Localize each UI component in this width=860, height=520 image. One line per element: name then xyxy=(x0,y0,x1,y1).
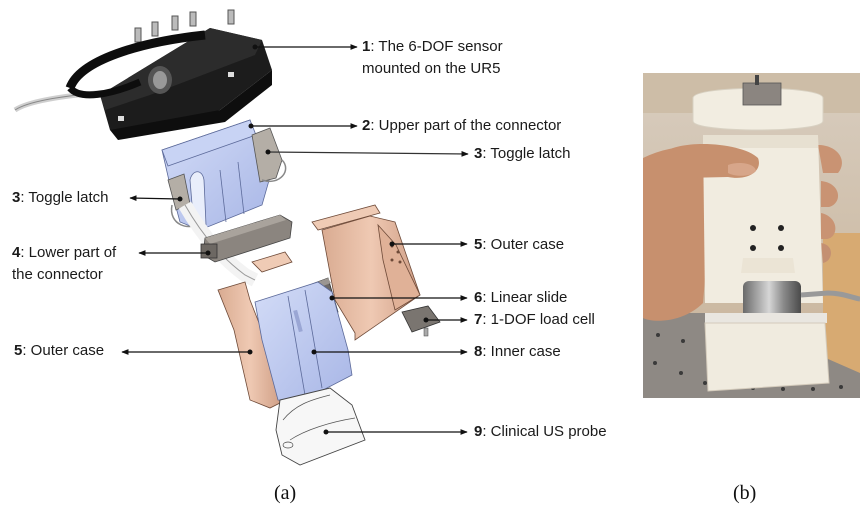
leader-lines xyxy=(121,44,469,435)
label-text: : Toggle latch xyxy=(20,189,109,206)
label-text-line2: the connector xyxy=(12,266,103,283)
label-7: 7: 1-DOF load cell xyxy=(474,309,595,331)
six-dof-sensor xyxy=(13,9,272,140)
label-number: 1 xyxy=(362,38,371,55)
label-text: : The 6-DOF sensor xyxy=(370,38,503,55)
label-9: 9: Clinical US probe xyxy=(474,421,607,443)
leader-3-left xyxy=(129,195,181,202)
label-number: 3 xyxy=(474,145,483,162)
probe-holder-photo xyxy=(643,73,860,398)
leader-3-right xyxy=(267,151,469,157)
label-3-left: 3: Toggle latch xyxy=(12,187,108,209)
caption-panel-a: (a) xyxy=(274,482,297,504)
outer-case-right xyxy=(311,204,421,341)
label-text: : Lower part of xyxy=(20,244,117,261)
label-text: : Outer case xyxy=(22,342,105,359)
label-text: : Clinical US probe xyxy=(482,423,607,440)
label-5-left: 5: Outer case xyxy=(14,340,104,362)
label-text: : 1-DOF load cell xyxy=(482,311,595,328)
label-number: 9 xyxy=(474,423,483,440)
toggle-latch-right xyxy=(251,127,287,183)
label-text: : Upper part of the connector xyxy=(370,117,562,134)
label-number: 6 xyxy=(474,289,483,306)
label-text: : Outer case xyxy=(482,236,565,253)
device-load-cell xyxy=(743,281,801,319)
label-8: 8: Inner case xyxy=(474,341,561,363)
label-4: 4: Lower part of the connector xyxy=(12,242,116,286)
leader-anchor-dots xyxy=(177,44,429,435)
label-6: 6: Linear slide xyxy=(474,287,567,309)
label-text: : Toggle latch xyxy=(482,145,571,162)
label-number: 5 xyxy=(14,342,23,359)
label-text: : Linear slide xyxy=(482,289,568,306)
label-number: 4 xyxy=(12,244,21,261)
label-5-right: 5: Outer case xyxy=(474,234,564,256)
label-text: : Inner case xyxy=(482,343,561,360)
label-number: 2 xyxy=(362,117,371,134)
label-text-line2: mounted on the UR5 xyxy=(362,60,501,77)
hand xyxy=(643,146,760,321)
ultrasound-probe xyxy=(275,387,366,466)
label-number: 7 xyxy=(474,311,483,328)
label-1: 1: The 6-DOF sensor mounted on the UR5 xyxy=(362,36,503,80)
caption-panel-b: (b) xyxy=(733,482,757,504)
device-top-cylinder xyxy=(692,87,824,131)
device-screws xyxy=(750,225,784,251)
label-number: 8 xyxy=(474,343,483,360)
load-cell xyxy=(401,305,441,337)
label-number: 3 xyxy=(12,189,21,206)
inner-case xyxy=(254,281,353,403)
label-number: 5 xyxy=(474,236,483,253)
label-2: 2: Upper part of the connector xyxy=(362,115,561,137)
device-bottom xyxy=(704,322,830,392)
device-toggle-latch xyxy=(742,82,782,106)
label-3-right: 3: Toggle latch xyxy=(474,143,570,165)
